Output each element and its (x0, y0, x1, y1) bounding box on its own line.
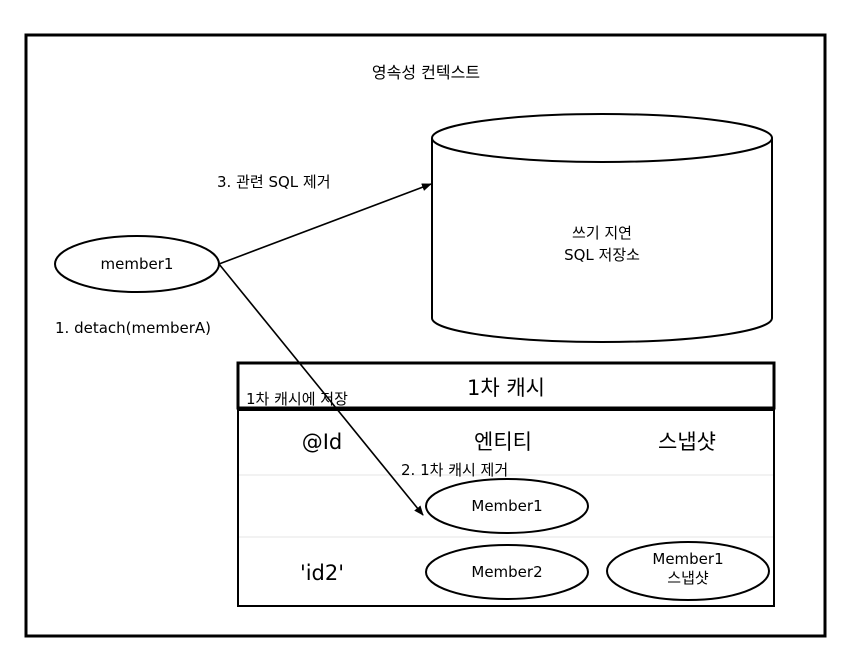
step1-label: 1. detach(memberA) (55, 319, 211, 337)
row2-snapshot-label-line1: Member1 (652, 550, 723, 568)
row1-entity-label: Member1 (471, 497, 542, 515)
member1-node-label: member1 (101, 255, 174, 273)
header-snapshot: 스냅샷 (658, 430, 716, 454)
header-entity: 엔티티 (474, 430, 532, 454)
header-id: @Id (302, 430, 343, 454)
sql-store-cylinder (431, 113, 773, 343)
step3-label: 3. 관련 SQL 제거 (217, 173, 331, 191)
sql-store-label-line2: SQL 저장소 (564, 246, 640, 264)
row2-entity-node (425, 544, 589, 600)
cache-title-bar (236, 361, 776, 410)
arrow-remove-cache (218, 263, 424, 516)
row2-snapshot-node (606, 541, 770, 601)
row2-id: 'id2' (300, 561, 344, 585)
step2-label: 2. 1차 캐시 제거 (401, 461, 508, 479)
cache-title: 1차 캐시 (467, 376, 545, 400)
row2-snapshot-label-line2: 스냅샷 (667, 569, 709, 587)
context-title: 영속성 컨텍스트 (372, 63, 480, 82)
sql-store-label-line1: 쓰기 지연 (572, 224, 632, 242)
arrow-remove-sql (218, 183, 432, 265)
row2-entity-label: Member2 (471, 563, 542, 581)
cache-note: 1차 캐시에 저장 (246, 390, 348, 408)
row1-entity-node (425, 478, 589, 534)
